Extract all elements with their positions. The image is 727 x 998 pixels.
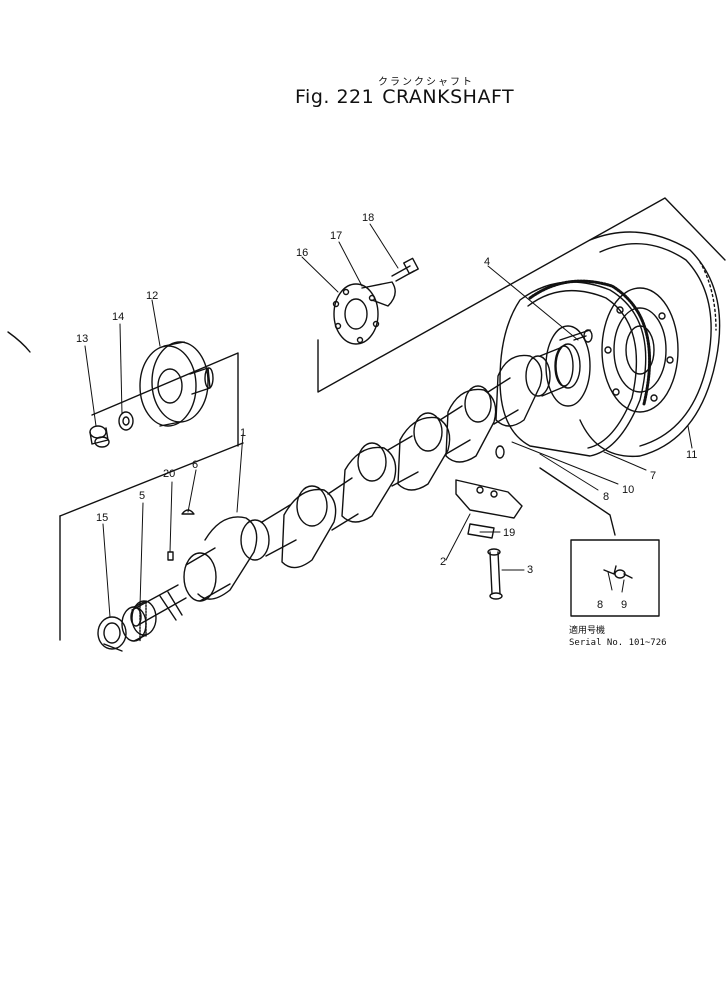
leader-8-frame <box>539 467 616 536</box>
rear-seal-retainer <box>332 283 380 345</box>
flywheel <box>579 231 721 458</box>
cap-bolt <box>487 548 503 600</box>
callout-3: 3 <box>527 564 534 576</box>
dowel-pin <box>167 551 174 561</box>
flywheel-dowel <box>495 445 505 459</box>
title-kana: クランクシャフト <box>378 77 474 88</box>
callout-17: 17 <box>330 230 343 242</box>
callout-18: 18 <box>362 212 375 224</box>
lock-plate <box>361 281 396 307</box>
callout-14: 14 <box>112 311 125 323</box>
callout-2: 2 <box>440 556 447 568</box>
figure-number: Fig. 221 <box>295 86 375 108</box>
inset-callout-9: 9 <box>621 599 628 611</box>
main-bearing-cap <box>455 479 523 519</box>
callout-19: 19 <box>503 527 516 539</box>
callout-10: 10 <box>622 484 635 496</box>
lock-plate-small <box>467 523 495 539</box>
callout-16: 16 <box>296 247 309 259</box>
crank-pulley <box>139 341 214 427</box>
callout-1: 1 <box>240 427 247 439</box>
thrust-washer <box>97 616 127 652</box>
crank-gear <box>121 600 157 642</box>
callout-13: 13 <box>76 333 89 345</box>
callout-11: 11 <box>686 449 698 461</box>
inset-caption-jp: 適用号機 <box>569 626 606 636</box>
page-title: Fig. 221 CRANKSHAFT <box>295 86 514 108</box>
pulley-washer <box>118 411 134 431</box>
callout-leaders <box>84 223 693 618</box>
callout-6: 6 <box>192 459 199 471</box>
retainer-bolt <box>391 257 419 282</box>
pulley-nut <box>89 425 110 448</box>
figure-title: CRANKSHAFT <box>382 86 515 108</box>
inset-caption-serial: Serial No. 101~726 <box>569 638 667 648</box>
callout-7: 7 <box>650 470 657 482</box>
inset-box <box>570 539 660 617</box>
callout-15: 15 <box>96 512 109 524</box>
inset-callout-8: 8 <box>597 599 604 611</box>
callout-20: 20 <box>163 468 176 480</box>
stray-mark <box>7 331 31 353</box>
inset-part <box>603 565 633 579</box>
group-frame-line <box>59 442 244 517</box>
flywheel-housing-plate <box>499 279 651 457</box>
callout-12: 12 <box>146 290 159 302</box>
callout-8: 8 <box>603 491 610 503</box>
pulley-frame <box>91 352 239 447</box>
callout-5: 5 <box>139 490 146 502</box>
crankshaft <box>130 345 574 627</box>
flywheel-frame <box>317 197 726 393</box>
callout-4: 4 <box>484 256 491 268</box>
